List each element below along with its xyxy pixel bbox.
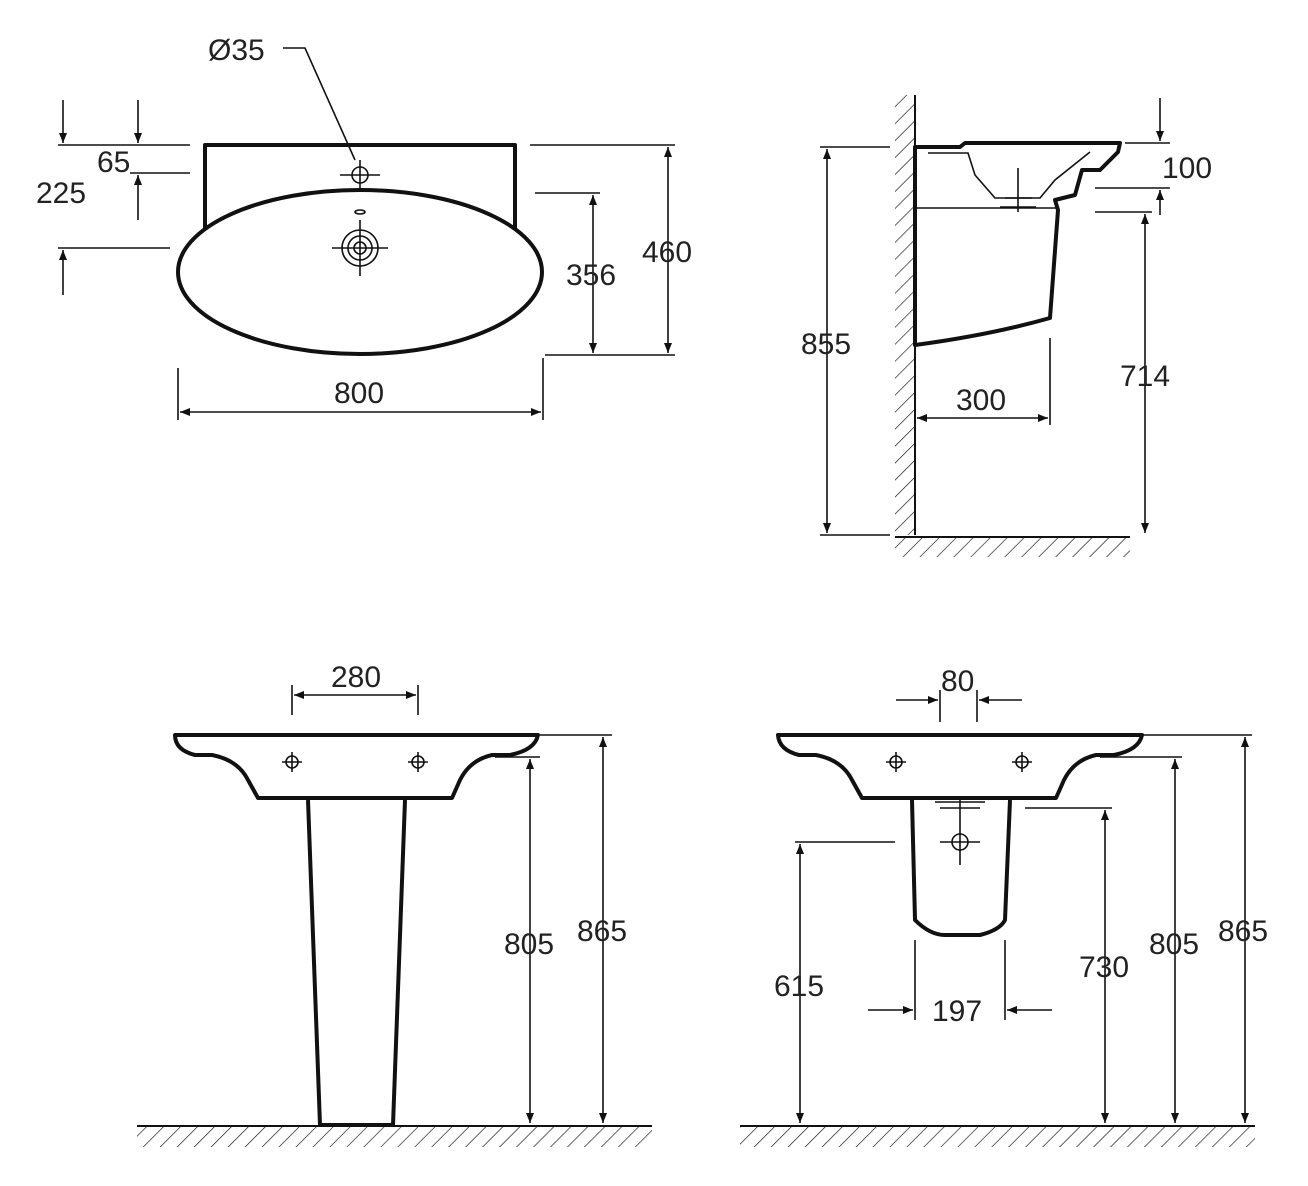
wall-hatch — [895, 95, 915, 535]
pedestal-outline — [306, 799, 407, 1127]
rim-height-label: 865 — [577, 915, 627, 948]
basin-side-outline — [913, 141, 1122, 347]
semi-pedestal-outline — [910, 799, 1012, 937]
waste-width-label: 80 — [941, 665, 974, 698]
underside-height-label: 805 — [504, 928, 554, 961]
underside-height-label: 714 — [1120, 360, 1170, 393]
side-view: 855 100 714 300 — [801, 95, 1212, 557]
underside-height-label: 805 — [1149, 928, 1199, 961]
floor-hatch — [740, 1127, 1255, 1147]
width-label: 800 — [334, 377, 384, 410]
basin-front-outline — [173, 733, 540, 800]
hole-diameter-label: Ø35 — [208, 34, 265, 67]
rim-height-label: 865 — [1218, 915, 1268, 948]
semi-pedestal-bottom-label: 730 — [1079, 951, 1129, 984]
floor-hatch — [137, 1127, 652, 1147]
front-semi-pedestal-view: 80 615 197 730 805 865 — [740, 665, 1268, 1147]
rim-thickness-label: 100 — [1162, 152, 1212, 185]
overall-height-label: 855 — [801, 328, 851, 361]
waste-outlet-icon — [935, 800, 985, 865]
tap-offset-label: 65 — [97, 146, 130, 179]
waste-height-label: 615 — [774, 970, 824, 1003]
fixing-spacing-label: 280 — [331, 661, 381, 694]
front-pedestal-view: 280 805 865 — [137, 661, 652, 1147]
floor-hatch — [895, 537, 1130, 557]
fixing-hole-icon — [1012, 752, 1032, 772]
basin-front-outline — [776, 733, 1144, 800]
drain-offset-label: 225 — [36, 177, 86, 210]
fixing-hole-icon — [408, 752, 428, 772]
drain-icon — [332, 220, 388, 276]
overall-depth-label: 460 — [642, 236, 692, 269]
semi-pedestal-width-label: 197 — [932, 995, 982, 1028]
top-view: Ø35 460 356 800 65 225 — [36, 34, 692, 420]
diameter-leader — [283, 47, 356, 161]
fixing-hole-icon — [282, 752, 302, 772]
tap-hole-icon — [340, 160, 380, 215]
basin-back-outline — [203, 143, 517, 228]
projection-label: 300 — [956, 384, 1006, 417]
fixing-hole-icon — [886, 752, 906, 772]
basin-depth-label: 356 — [566, 259, 616, 292]
